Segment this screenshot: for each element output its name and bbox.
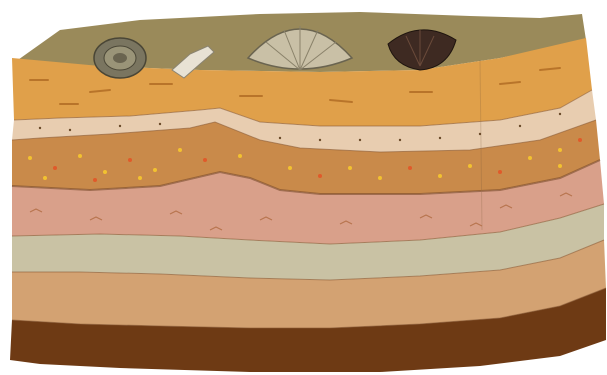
ammonite-fossil: [94, 38, 146, 78]
